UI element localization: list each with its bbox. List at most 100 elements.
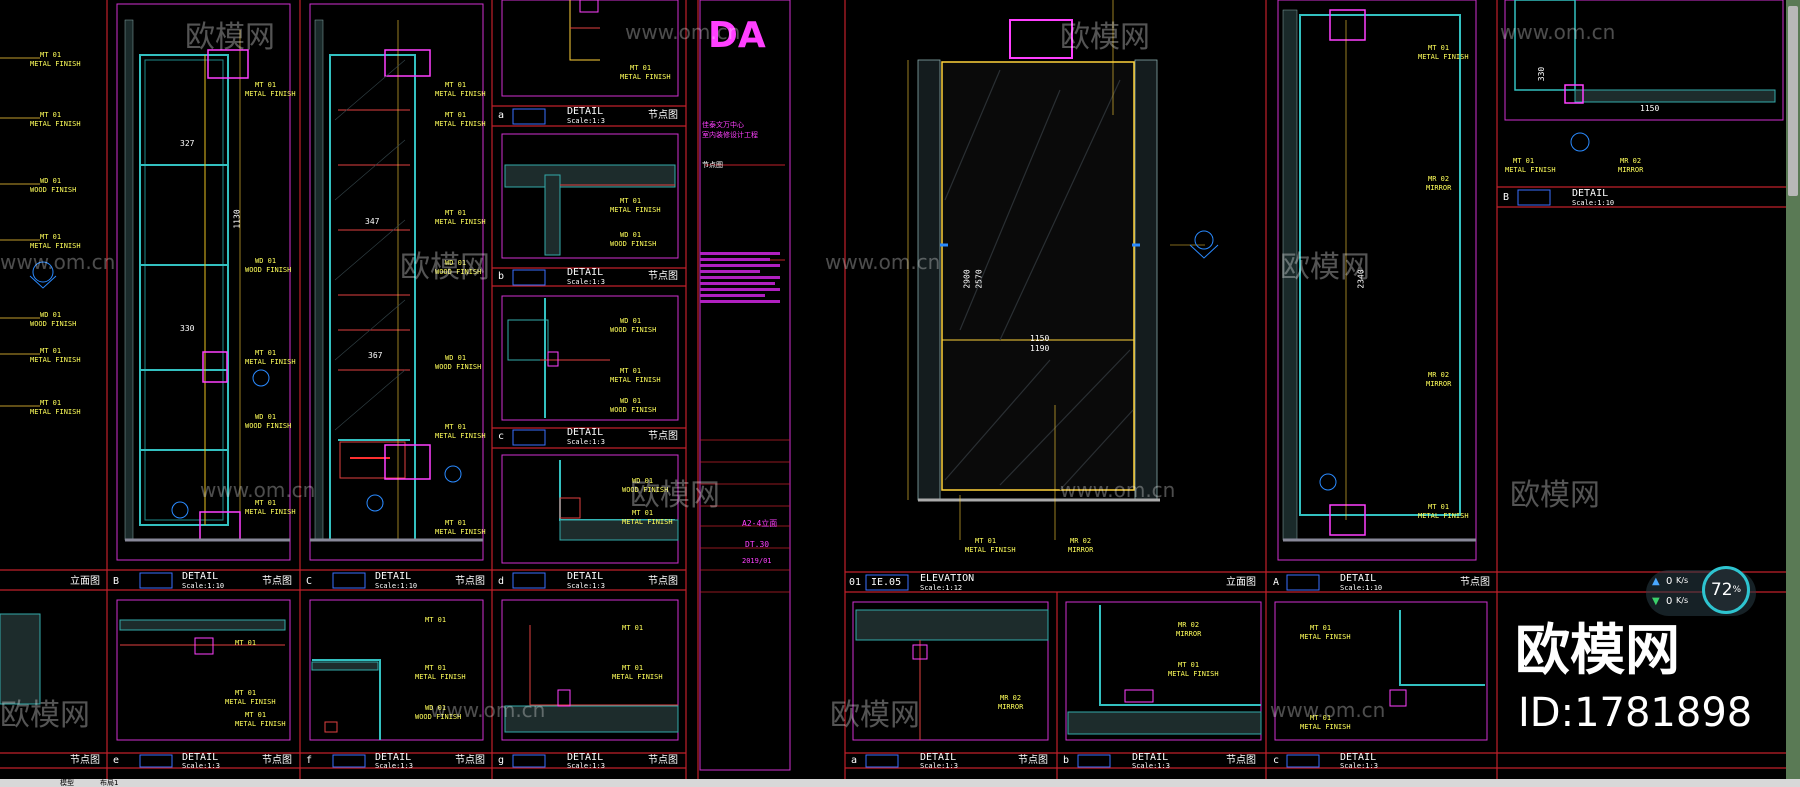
- material-tag-desc: WOOD FINISH: [30, 186, 77, 194]
- material-tag: MT 01: [1310, 624, 1332, 632]
- sheet-number: A2-4立面: [742, 519, 778, 528]
- panel-type: 节点图: [262, 755, 292, 766]
- panel-type: 立面图: [1226, 577, 1256, 588]
- material-tag: MT 01: [445, 519, 467, 527]
- status-bar: 模型 布局1: [0, 779, 1800, 787]
- material-tag-desc: METAL FINISH: [965, 546, 1016, 554]
- material-tag: MT 01: [445, 81, 467, 89]
- company-logo: DA: [708, 15, 766, 56]
- panel-letter[interactable]: d: [498, 576, 505, 587]
- material-tag: MT 01: [1178, 661, 1200, 669]
- watermark-text: 欧模网: [185, 20, 275, 55]
- panel-type: 立面图: [70, 576, 100, 587]
- panel-title: DETAIL: [567, 267, 604, 278]
- layout-tab-model[interactable]: 模型: [60, 779, 74, 787]
- panel-letter[interactable]: b: [1063, 755, 1070, 766]
- material-tag: MR 02: [1178, 621, 1200, 629]
- panel-letter[interactable]: B: [113, 576, 120, 587]
- panel-type: 节点图: [455, 576, 485, 587]
- material-tag: MT 01: [1513, 157, 1535, 165]
- panel-letter[interactable]: g: [498, 755, 505, 766]
- material-tag-desc: WOOD FINISH: [30, 320, 77, 328]
- material-tag-desc: METAL FINISH: [612, 673, 663, 681]
- dimension: 1130: [232, 209, 242, 229]
- watermark-text: 欧模网: [0, 698, 90, 733]
- panel-scale: Scale:1:3: [567, 582, 605, 590]
- material-tag-desc: WOOD FINISH: [610, 240, 657, 248]
- watermark-url: www.om.cn: [1060, 478, 1176, 502]
- panel-letter[interactable]: e: [113, 755, 120, 766]
- panel-letter[interactable]: c: [498, 431, 505, 442]
- panel-letter[interactable]: C: [306, 576, 313, 587]
- material-tag: MR 02: [1428, 175, 1450, 183]
- material-tag: MT 01: [425, 664, 447, 672]
- memory-usage-ring[interactable]: 72%: [1702, 566, 1750, 614]
- watermark-text: 欧模网: [400, 250, 490, 285]
- dimension: 1190: [1030, 344, 1050, 353]
- material-tag: MT 01: [445, 423, 467, 431]
- material-tag: MT 01: [1428, 503, 1450, 511]
- drawing-name: 节点图: [702, 161, 723, 169]
- material-tag: MR 02: [1070, 537, 1092, 545]
- material-tag-desc: METAL FINISH: [415, 673, 466, 681]
- material-tag-desc: MIRROR: [1426, 380, 1452, 388]
- material-tag-desc: WOOD FINISH: [622, 486, 669, 494]
- panel-letter[interactable]: B: [1503, 192, 1510, 203]
- material-tag: MT 01: [40, 51, 62, 59]
- material-tag-desc: METAL FINISH: [30, 60, 81, 68]
- material-tag: MT 01: [622, 624, 644, 632]
- material-tag: WD 01: [445, 354, 467, 362]
- material-tag: MT 01: [40, 233, 62, 241]
- watermark-url: www.om.cn: [625, 20, 741, 44]
- panel-title: DETAIL: [1340, 573, 1377, 584]
- panel-title: DETAIL: [920, 752, 957, 763]
- material-tag-desc: METAL FINISH: [1418, 53, 1469, 61]
- material-tag-desc: METAL FINISH: [225, 698, 276, 706]
- material-tag-desc: METAL FINISH: [622, 518, 673, 526]
- material-tag-desc: METAL FINISH: [30, 408, 81, 416]
- panel-letter[interactable]: a: [498, 110, 505, 121]
- watermark-text: 欧模网: [630, 478, 720, 513]
- material-tag-desc: METAL FINISH: [435, 90, 486, 98]
- scrollbar-thumb[interactable]: [1788, 6, 1798, 196]
- material-tag: MT 01: [1428, 44, 1450, 52]
- material-tag: WD 01: [445, 259, 467, 267]
- vertical-scrollbar[interactable]: [1786, 0, 1800, 779]
- material-tag: MT 01: [445, 111, 467, 119]
- panel-scale: Scale:1:10: [1340, 584, 1383, 592]
- panel-title: DETAIL: [182, 752, 219, 763]
- dimension: 330: [180, 324, 195, 333]
- material-tag: WD 01: [255, 413, 277, 421]
- panel-title: DETAIL: [1132, 752, 1169, 763]
- material-tag: WD 01: [425, 704, 447, 712]
- material-tag-desc: METAL FINISH: [610, 206, 661, 214]
- download-arrow-icon: ▼: [1652, 596, 1660, 607]
- material-tag-desc: WOOD FINISH: [435, 363, 482, 371]
- layout-tab-1[interactable]: 布局1: [100, 779, 119, 787]
- panel-title: DETAIL: [375, 752, 412, 763]
- material-tag: MT 01: [40, 399, 62, 407]
- dimension: 1150: [1030, 334, 1050, 343]
- material-tag: MT 01: [245, 711, 267, 719]
- elevation-code[interactable]: IE.05: [871, 577, 902, 588]
- project-subtitle: 室内装修设计工程: [702, 131, 758, 139]
- panel-letter[interactable]: A: [1273, 577, 1280, 588]
- panel-type: 节点图: [1460, 577, 1490, 588]
- material-tag-desc: METAL FINISH: [435, 218, 486, 226]
- percent-sign: %: [1732, 585, 1742, 595]
- material-tag: MT 01: [620, 367, 642, 375]
- panel-letter[interactable]: a: [851, 755, 858, 766]
- watermark-text: 欧模网: [1280, 250, 1370, 285]
- panel-letter[interactable]: c: [1273, 755, 1280, 766]
- material-tag-desc: METAL FINISH: [435, 120, 486, 128]
- memory-percent: 72: [1710, 580, 1733, 600]
- panel-letter[interactable]: b: [498, 271, 505, 282]
- material-tag-desc: METAL FINISH: [1300, 723, 1351, 731]
- material-tag-desc: METAL FINISH: [620, 73, 671, 81]
- panel-letter[interactable]: f: [306, 755, 313, 766]
- material-tag-desc: WOOD FINISH: [435, 268, 482, 276]
- material-tag-desc: MIRROR: [1426, 184, 1452, 192]
- material-tag-desc: WOOD FINISH: [245, 266, 292, 274]
- material-tag: MT 01: [620, 197, 642, 205]
